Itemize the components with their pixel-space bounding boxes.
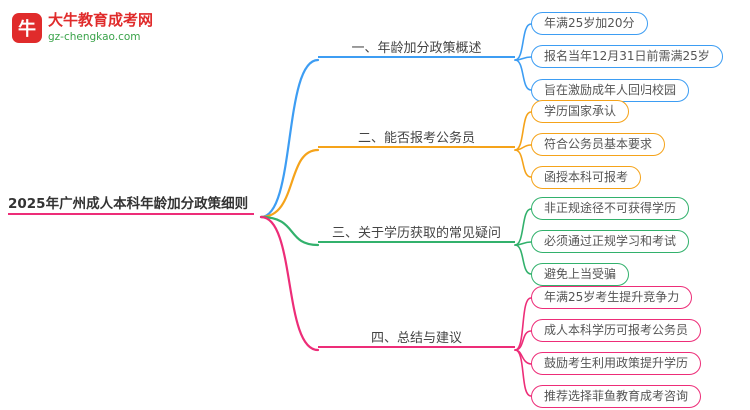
leaf-node[interactable]: 年满25岁加20分 (531, 12, 648, 35)
leaf-node[interactable]: 推荐选择菲鱼教育成考咨询 (531, 385, 702, 408)
branch-1-links (259, 23, 532, 219)
root-topic[interactable]: 2025年广州成人本科年龄加分政策细则 (8, 192, 255, 215)
logo-domain: gz-chengkao.com (48, 31, 141, 43)
logo-text: 大牛教育成考网 gz-chengkao.com (48, 10, 153, 44)
bull-logo-icon: 牛 (12, 13, 42, 43)
leaf-node[interactable]: 非正规途径不可获得学历 (531, 197, 690, 220)
branch-1-label[interactable]: 一、年龄加分政策概述 (318, 37, 515, 58)
branch-4-links (259, 215, 532, 397)
branch-2-label[interactable]: 二、能否报考公务员 (318, 127, 515, 148)
bull-glyph: 牛 (18, 19, 36, 40)
logo-title: 大牛教育成考网 (48, 11, 154, 29)
logo[interactable]: 牛 大牛教育成考网 gz-chengkao.com (12, 10, 153, 44)
leaf-node[interactable]: 年满25岁考生提升竞争力 (531, 286, 693, 309)
leaf-node[interactable]: 学历国家承认 (531, 100, 630, 123)
leaf-node[interactable]: 鼓励考生利用政策提升学历 (531, 352, 702, 375)
leaf-node[interactable]: 成人本科学历可报考公务员 (531, 319, 702, 342)
branch-2-links (259, 111, 532, 219)
branch-3-links (259, 208, 532, 275)
leaf-node[interactable]: 避免上当受骗 (531, 263, 630, 286)
leaf-node[interactable]: 符合公务员基本要求 (531, 133, 666, 156)
leaf-node[interactable]: 报名当年12月31日前需满25岁 (531, 45, 723, 68)
leaf-node[interactable]: 旨在激励成年人回归校园 (531, 79, 690, 102)
leaf-node[interactable]: 必须通过正规学习和考试 (531, 230, 690, 253)
branch-3-label[interactable]: 三、关于学历获取的常见疑问 (318, 222, 515, 243)
leaf-node[interactable]: 函授本科可报考 (531, 166, 642, 189)
branch-4-label[interactable]: 四、总结与建议 (318, 327, 515, 348)
